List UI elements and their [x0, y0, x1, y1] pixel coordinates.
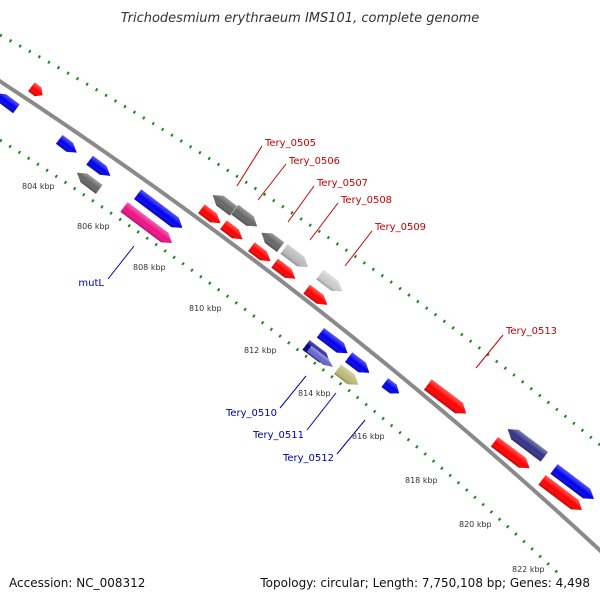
accession-text: Accession: NC_008312 — [9, 576, 145, 590]
gene-arrow-mutl-shade — [120, 202, 172, 244]
gene-arrow-shade — [0, 93, 20, 114]
gene-arrow-shade — [303, 284, 328, 305]
tick-label: 804 kbp — [22, 182, 55, 191]
tick-label: 820 kbp — [459, 520, 492, 529]
ruler-tick-labels: 804 kbp 806 kbp 808 kbp 810 kbp 812 kbp … — [22, 182, 545, 574]
gene-arrow[interactable] — [316, 269, 346, 296]
gene-arrow-shade — [28, 82, 43, 97]
gene-label-tery-0505[interactable]: Tery_0505 — [264, 138, 316, 149]
tick-label: 814 kbp — [298, 389, 331, 398]
gene-arrow[interactable] — [28, 82, 46, 99]
gene-arrow-shade — [55, 134, 77, 153]
gene-arrow-shade — [507, 429, 548, 462]
gene-arrow[interactable] — [0, 89, 20, 114]
gene-arrow[interactable] — [271, 258, 298, 283]
gene-arrow-shade — [271, 258, 296, 279]
gene-arrow-shade — [423, 379, 467, 414]
tick-label: 812 kbp — [244, 346, 277, 355]
gene-arrow[interactable] — [209, 190, 237, 216]
gene-arrow[interactable] — [280, 244, 311, 272]
gene-label-mutl[interactable]: mutL — [78, 278, 104, 289]
topology-text: Topology: circular; Length: 7,750,108 bp… — [259, 576, 590, 590]
gene-label-tery-0511[interactable]: Tery_0511 — [252, 430, 304, 441]
gene-arrow[interactable] — [381, 378, 403, 398]
gene-arrow[interactable] — [490, 436, 533, 473]
gene-arrow[interactable] — [538, 475, 585, 515]
gene-arrow-shade — [248, 242, 271, 262]
gene-arrow-shade — [212, 195, 237, 216]
label-leaders — [107, 145, 504, 455]
gene-arrow-shade — [198, 204, 221, 224]
gene-arrow[interactable] — [306, 345, 336, 370]
gene-arrow-shade — [334, 364, 359, 385]
gene-arrow[interactable] — [345, 352, 373, 377]
gene-arrow[interactable] — [134, 189, 186, 232]
gene-arrow-shade — [381, 378, 400, 394]
gene-arrow-shade — [220, 220, 243, 240]
map-title: Trichodesmium erythraeum IMS101, complet… — [121, 11, 480, 26]
gene-arrow-shade — [280, 244, 308, 268]
gene-arrow-mutl[interactable] — [120, 202, 175, 248]
gene-arrow[interactable] — [198, 204, 224, 227]
gene-arrow-shade — [134, 189, 183, 228]
gene-arrow[interactable] — [504, 424, 548, 462]
gene-label-tery-0506[interactable]: Tery_0506 — [288, 156, 340, 167]
tick-label: 822 kbp — [512, 565, 545, 574]
gene-arrow-shade — [231, 204, 258, 227]
gc-track-outer — [0, 33, 600, 447]
gene-arrow[interactable] — [74, 168, 103, 194]
tick-label: 810 kbp — [189, 304, 222, 313]
tick-label: 806 kbp — [77, 222, 110, 231]
gene-arrow-shade — [306, 345, 333, 368]
gene-arrow-shade — [538, 475, 582, 511]
gene-arrow[interactable] — [248, 242, 274, 265]
gene-arrow[interactable] — [334, 364, 362, 389]
gene-label-tery-0513[interactable]: Tery_0513 — [505, 326, 557, 337]
gene-arrow[interactable] — [550, 464, 597, 504]
gene-label-tery-0507[interactable]: Tery_0507 — [316, 178, 368, 189]
genome-backbone — [0, 78, 600, 554]
gene-arrow[interactable] — [86, 155, 113, 180]
gene-arrow[interactable] — [55, 134, 80, 157]
gc-track-inner — [0, 138, 562, 577]
gene-arrow[interactable] — [220, 220, 246, 243]
gene-arrow-shade — [345, 352, 370, 373]
gene-label-tery-0512[interactable]: Tery_0512 — [282, 453, 334, 464]
gene-label-tery-0510[interactable]: Tery_0510 — [225, 408, 277, 419]
tick-label: 808 kbp — [133, 263, 166, 272]
gene-arrow[interactable] — [423, 379, 470, 418]
gene-arrow-shade — [86, 155, 111, 176]
gene-arrow-shade — [261, 232, 285, 253]
gene-arrow-shade — [490, 436, 530, 469]
reverse-gene-labels: mutL Tery_0510 Tery_0511 Tery_0512 — [78, 278, 334, 464]
gene-label-tery-0509[interactable]: Tery_0509 — [374, 222, 426, 233]
tick-label: 818 kbp — [405, 476, 438, 485]
gene-arrow-shade — [316, 269, 343, 292]
gene-label-tery-0508[interactable]: Tery_0508 — [340, 195, 392, 206]
gene-arrow[interactable] — [231, 204, 261, 231]
gene-features — [0, 82, 597, 515]
gene-arrow[interactable] — [316, 327, 351, 358]
forward-gene-labels: Tery_0505 Tery_0506 Tery_0507 Tery_0508 … — [264, 138, 557, 337]
tick-label: 816 kbp — [352, 432, 385, 441]
gene-arrow-shade — [550, 464, 594, 500]
gene-arrow-shade — [76, 172, 103, 194]
gene-arrow[interactable] — [303, 284, 330, 309]
gene-arrow-shade — [316, 327, 348, 354]
gene-arrow[interactable] — [258, 228, 285, 253]
